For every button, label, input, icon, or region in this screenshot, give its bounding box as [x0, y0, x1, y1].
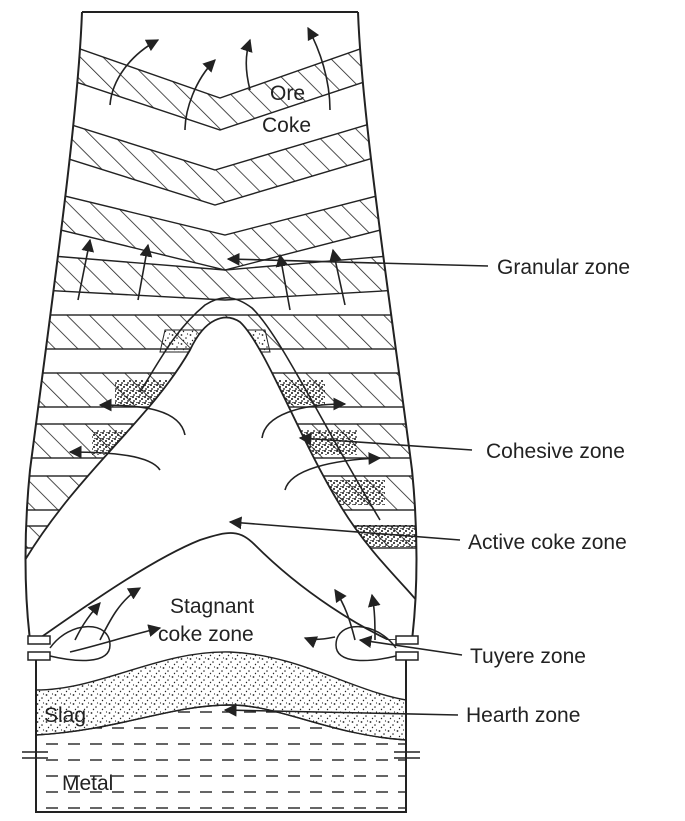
tuyere-left-upper [28, 636, 50, 644]
tuyere-zone-label: Tuyere zone [470, 645, 586, 668]
coke-label: Coke [262, 114, 311, 137]
slag-label: Slag [44, 704, 86, 727]
burden-layers [0, 35, 450, 650]
tuyere-right-upper [396, 636, 418, 644]
active-coke-zone-label: Active coke zone [468, 531, 627, 554]
cohesive-zone-label: Cohesive zone [486, 440, 625, 463]
metal-label: Metal [62, 772, 113, 795]
ore-label: Ore [270, 82, 305, 105]
tuyere-right-lower [396, 652, 418, 660]
granular-zone-label: Granular zone [497, 256, 630, 279]
tuyere-left-lower [28, 652, 50, 660]
stagnant-label-line2: coke zone [158, 623, 254, 646]
stagnant-label-line1: Stagnant [170, 595, 254, 618]
ore-layer-1 [40, 35, 400, 130]
hearth-zone-label: Hearth zone [466, 704, 580, 727]
